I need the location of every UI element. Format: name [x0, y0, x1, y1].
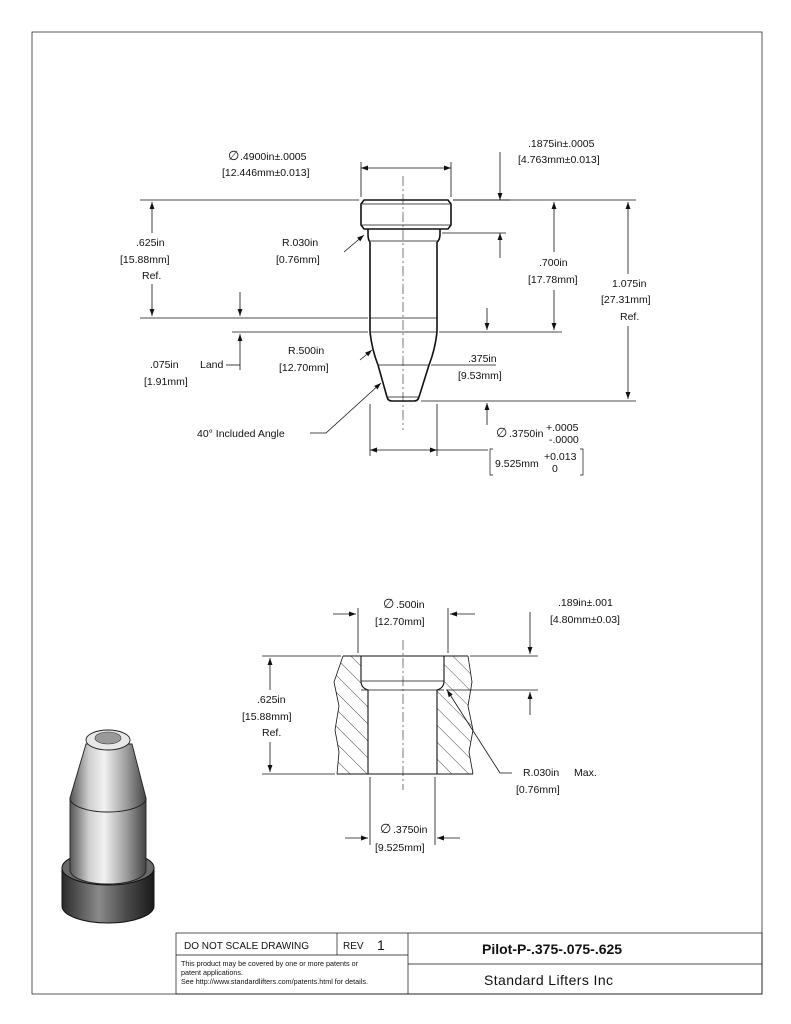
- length-1075-mm-label: [27.31mm]: [601, 294, 651, 306]
- diameter-symbol: ∅: [228, 148, 239, 163]
- bore-diameter-label: .500in: [396, 599, 425, 611]
- length-375-mm-label: [9.53mm]: [458, 370, 502, 382]
- length-625-ref-label: Ref.: [142, 270, 161, 282]
- scale-note: DO NOT SCALE DRAWING: [184, 941, 309, 952]
- pilot-isometric-render: [61, 729, 155, 924]
- head-diameter-mm-label: [12.446mm±0.013]: [222, 167, 310, 179]
- land-length-mm-label: [1.91mm]: [144, 376, 188, 388]
- title-block: DO NOT SCALE DRAWING REV 1 Pilot-P-.375-…: [175, 932, 763, 995]
- head-thickness-label: .1875in±.0005: [528, 138, 595, 150]
- depth-label: .189in±.001: [558, 597, 613, 609]
- land-word-label: Land: [200, 359, 224, 371]
- length-1075-label: 1.075in: [612, 278, 647, 290]
- radius-030-label: R.030in: [282, 237, 318, 249]
- counterbore-dimensions: ∅ .500in [12.70mm] .189in±.001 [4.80mm±0…: [242, 596, 620, 854]
- length-625-label: .625in: [136, 237, 165, 249]
- patent-line-2: patent applications.: [181, 968, 243, 977]
- diameter-symbol-bore: ∅: [383, 596, 394, 611]
- patent-line-1: This product may be covered by one or mo…: [181, 959, 359, 968]
- bore-diameter-mm-label: [12.70mm]: [375, 616, 425, 628]
- tip-diameter-label: .3750in: [509, 428, 544, 440]
- land-length-label: .075in: [150, 359, 179, 371]
- radius-max-word-label: Max.: [574, 767, 597, 779]
- rev-label: REV: [343, 941, 364, 952]
- hole-diameter-mm-label: [9.525mm]: [375, 842, 425, 854]
- head-thickness-mm-label: [4.763mm±0.013]: [518, 154, 600, 166]
- head-diameter-label: .4900in±.0005: [240, 151, 307, 163]
- rev-value: 1: [377, 937, 385, 953]
- patent-line-3: See http://www.standardlifters.com/paten…: [181, 977, 368, 986]
- radius-max-mm-label: [0.76mm]: [516, 784, 560, 796]
- included-angle-label: 40° Included Angle: [197, 428, 285, 440]
- hole-diameter-label: .3750in: [393, 824, 428, 836]
- length-700-label: .700in: [539, 257, 568, 269]
- length-375-label: .375in: [468, 353, 497, 365]
- part-number: Pilot-P-.375-.075-.625: [482, 941, 622, 957]
- radius-500-label: R.500in: [288, 345, 324, 357]
- pilot-dimensions: ∅ .4900in±.0005 [12.446mm±0.013] .1875in…: [120, 138, 651, 476]
- tip-mm-minus-label: 0: [552, 463, 558, 475]
- tip-mm-plus-label: +0.013: [544, 451, 577, 463]
- depth-mm-label: [4.80mm±0.03]: [550, 614, 620, 626]
- tip-tol-plus-label: +.0005: [546, 422, 579, 434]
- diameter-symbol-hole: ∅: [380, 821, 391, 836]
- length-1075-ref-label: Ref.: [620, 311, 639, 323]
- length-700-mm-label: [17.78mm]: [528, 274, 578, 286]
- radius-500-mm-label: [12.70mm]: [279, 362, 329, 374]
- height-mm-label: [15.88mm]: [242, 711, 292, 723]
- pilot-side-view: [360, 176, 452, 430]
- tip-diameter-mm-label: 9.525mm: [495, 458, 539, 470]
- length-625-mm-label: [15.88mm]: [120, 254, 170, 266]
- radius-max-label: R.030in: [523, 767, 559, 779]
- tip-tol-minus-label: -.0000: [549, 434, 579, 446]
- radius-030-mm-label: [0.76mm]: [276, 254, 320, 266]
- height-ref-label: Ref.: [262, 727, 281, 739]
- height-label: .625in: [257, 694, 286, 706]
- company-name: Standard Lifters Inc: [484, 972, 613, 988]
- diameter-symbol-tip: ∅: [496, 425, 507, 440]
- counterbore-section-view: [333, 640, 474, 790]
